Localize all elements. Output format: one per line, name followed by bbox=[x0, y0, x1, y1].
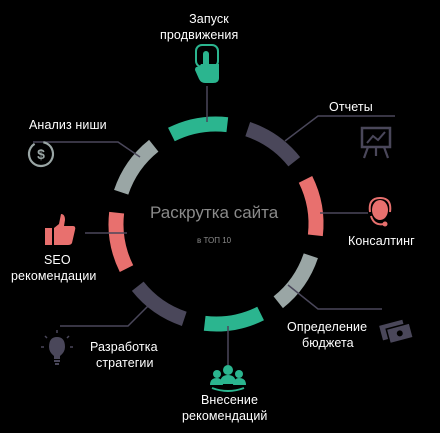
connector-niche bbox=[33, 141, 141, 158]
lightbulb-icon bbox=[41, 330, 73, 365]
step-launch-label: Запуск bbox=[181, 11, 237, 27]
step-implementation-line1: Внесение bbox=[201, 393, 259, 407]
step-seo-line2: рекомендации bbox=[11, 269, 97, 283]
ring-segment-launch bbox=[168, 116, 229, 142]
step-strategy-line1: Разработка bbox=[90, 340, 158, 354]
team-people-icon bbox=[210, 365, 246, 392]
step-reports-label: Отчеты bbox=[329, 100, 373, 114]
step-consulting-label: Консалтинг bbox=[348, 234, 415, 248]
connector-strategy bbox=[60, 302, 152, 327]
connector-budget bbox=[287, 284, 382, 310]
step-launch-line2: продвижения bbox=[160, 28, 239, 42]
center-title: Раскрутка сайта bbox=[150, 203, 279, 222]
ring-segment-consulting bbox=[298, 176, 324, 237]
center-subtitle: в ТОП 10 bbox=[197, 236, 232, 245]
presentation-board-icon bbox=[360, 126, 392, 159]
dollar-coin-icon: $ bbox=[27, 140, 55, 168]
ring-segment-budget bbox=[273, 253, 318, 309]
step-seo-line1: SEO bbox=[44, 253, 71, 267]
connector-reports bbox=[284, 115, 395, 142]
svg-text:$: $ bbox=[37, 146, 45, 162]
step-implementation-line2: рекомендаций bbox=[182, 409, 268, 423]
step-strategy-line2: стратегии bbox=[96, 356, 154, 370]
step-launch-line1: Запуск bbox=[189, 12, 229, 26]
ring-segment-reports bbox=[245, 122, 301, 167]
touch-pointer-icon bbox=[195, 44, 219, 83]
headset-icon bbox=[368, 196, 392, 227]
step-budget-line1: Определение bbox=[287, 320, 368, 334]
ring bbox=[108, 116, 324, 332]
money-cash-icon bbox=[379, 319, 415, 345]
ring-segment-niche bbox=[114, 139, 159, 195]
ring-segment-strategy bbox=[131, 281, 187, 326]
step-budget-line2: бюджета bbox=[302, 336, 354, 350]
connector-lines bbox=[33, 86, 395, 365]
ring-segment-seo bbox=[108, 211, 134, 272]
step-niche-label: Анализ ниши bbox=[29, 118, 107, 132]
thumbs-up-icon bbox=[45, 214, 76, 245]
ring-segment-implementation bbox=[203, 306, 264, 332]
